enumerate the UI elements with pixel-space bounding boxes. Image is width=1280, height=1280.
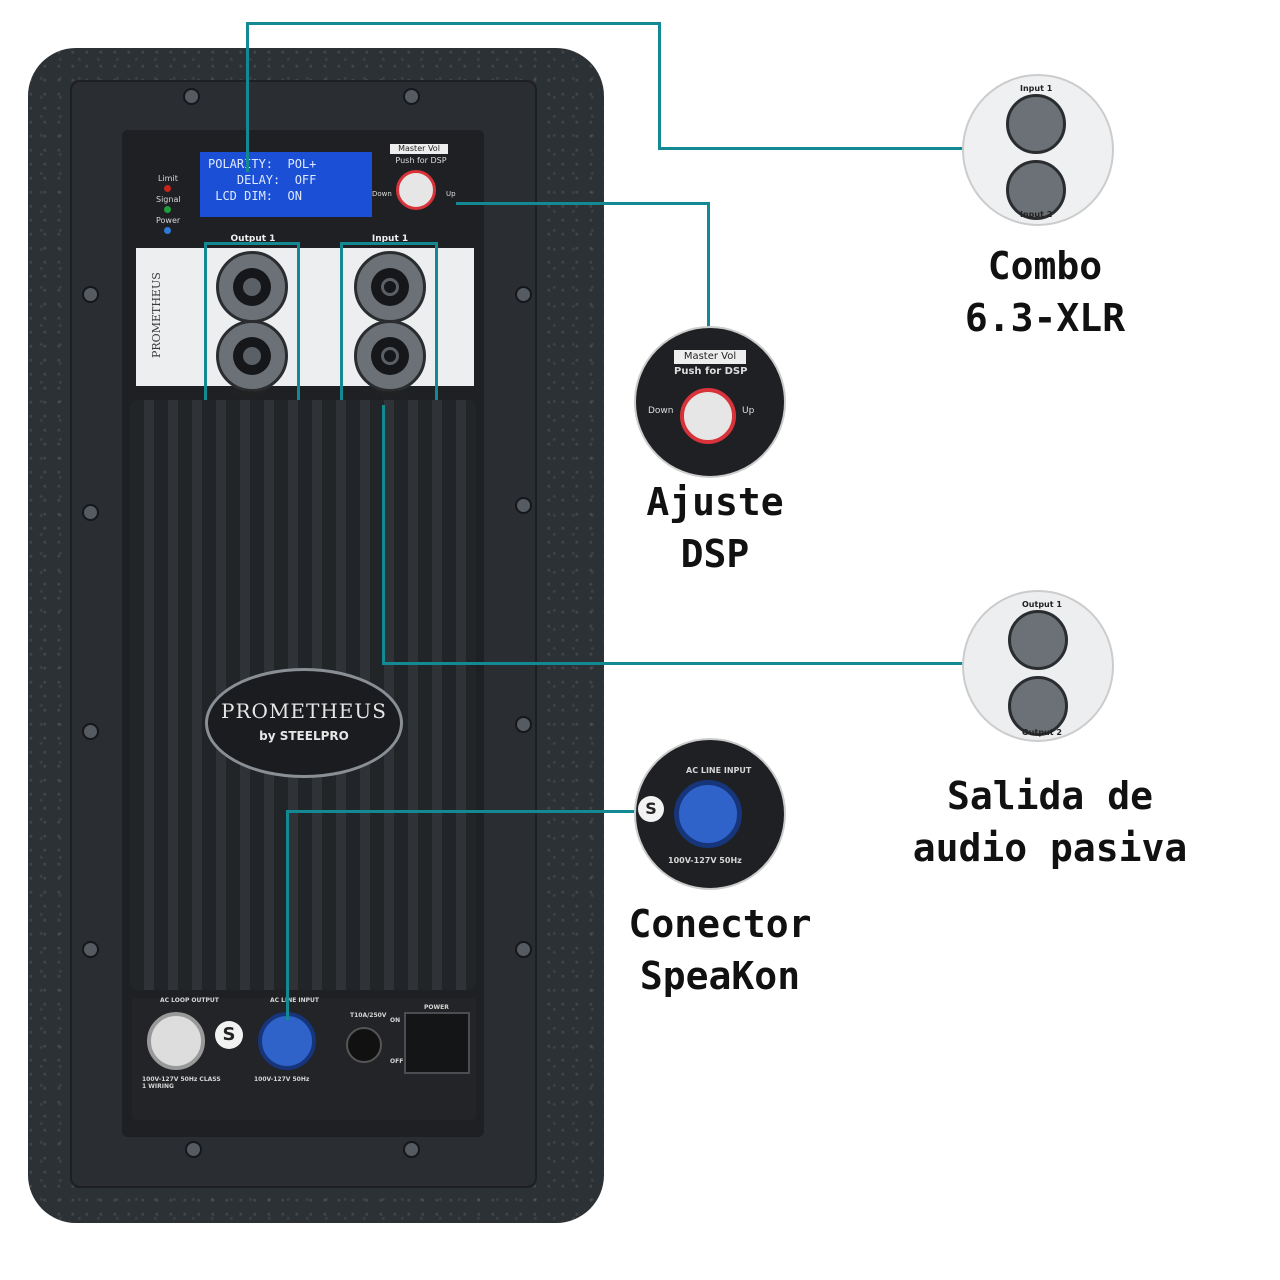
salida-callout-label: Salida de audio pasiva — [900, 770, 1200, 874]
zoom-speakon-jack — [674, 780, 742, 848]
output-highlight-box — [204, 242, 300, 405]
fuse-holder[interactable] — [346, 1027, 382, 1063]
power-switch[interactable] — [404, 1012, 470, 1074]
input-1-label: Input 1 — [371, 234, 409, 244]
dsp-line2: DSP — [680, 532, 750, 576]
screw-icon — [82, 723, 99, 740]
zoom-input-2-jack — [1006, 160, 1066, 220]
ac-line-input-speakon[interactable] — [258, 1012, 316, 1070]
power-led-icon — [164, 227, 171, 234]
screw-icon — [515, 941, 532, 958]
screw-icon — [403, 88, 420, 105]
zoom-input-1-jack — [1006, 94, 1066, 154]
screw-icon — [185, 1141, 202, 1158]
zoom-output-1-label: Output 1 — [1022, 600, 1062, 609]
output-1-label: Output 1 — [230, 234, 276, 244]
up-label: Up — [446, 190, 456, 198]
lcd-line-3: LCD DIM: ON — [208, 189, 302, 203]
input-2-combo-jack[interactable] — [354, 320, 426, 392]
dsp-zoom-circle: Master Vol Push for DSP Down Up — [634, 326, 786, 478]
combo-line2: 6.3-XLR — [964, 296, 1126, 340]
zoom-input-2-label: Input 2 — [1020, 210, 1053, 219]
salida-line-vertical — [382, 405, 385, 665]
limit-label: Limit — [158, 174, 178, 183]
salida-line2: audio pasiva — [912, 826, 1188, 870]
output-1-xlr-jack[interactable] — [216, 251, 288, 323]
push-dsp-label: Push for DSP — [395, 156, 447, 165]
input-2-label: Input 2 — [371, 389, 409, 399]
voltage-loop-label: 100V-127V 50Hz CLASS 1 WIRING — [142, 1076, 221, 1090]
output-2-xlr-jack[interactable] — [216, 320, 288, 392]
zoom-ac-line-input-label: AC LINE INPUT — [686, 766, 752, 775]
speakon-callout-label: Conector SpeaKon — [610, 898, 830, 1002]
on-label: ON — [390, 1017, 401, 1024]
speakon-line-vertical — [286, 810, 289, 1020]
lcd-display: POLARITY: POL+ DELAY: OFF LCD DIM: ON — [200, 152, 372, 217]
voltage-line-label: 100V-127V 50Hz — [254, 1076, 310, 1083]
down-label: Down — [372, 190, 392, 198]
signal-led-icon — [164, 206, 171, 213]
ac-loop-output-speakon[interactable] — [147, 1012, 205, 1070]
off-label: OFF — [390, 1058, 404, 1065]
zoom-knob — [680, 388, 736, 444]
brand-badge: PROMETHEUS by STEELPRO — [205, 668, 403, 778]
dsp-callout-label: Ajuste DSP — [610, 476, 820, 580]
combo-zoom-circle: Input 1 Input 2 — [962, 74, 1114, 226]
screw-icon — [515, 286, 532, 303]
screw-icon — [515, 497, 532, 514]
zoom-master-vol-label: Master Vol — [674, 350, 746, 364]
salida-line-horizontal — [382, 662, 964, 665]
screw-icon — [82, 941, 99, 958]
brand-vertical: PROMETHEUS — [150, 272, 163, 358]
speakon-logo-icon: S — [215, 1021, 243, 1049]
zoom-push-dsp-label: Push for DSP — [674, 366, 748, 377]
screw-icon — [183, 88, 200, 105]
salida-zoom-circle: Output 1 Output 2 — [962, 590, 1114, 742]
ac-loop-output-label: AC LOOP OUTPUT — [160, 997, 219, 1004]
dsp-line-vertical — [707, 202, 710, 330]
speakon-line-horizontal — [286, 810, 638, 813]
screw-icon — [515, 716, 532, 733]
zoom-output-2-label: Output 2 — [1022, 728, 1062, 737]
zoom-down-label: Down — [648, 406, 674, 416]
zoom-up-label: Up — [742, 406, 755, 416]
dsp-line-horizontal — [456, 202, 710, 205]
combo-callout-label: Combo 6.3-XLR — [940, 240, 1150, 344]
zoom-input-1-label: Input 1 — [1020, 84, 1053, 93]
brand-name: PROMETHEUS — [221, 699, 387, 723]
speakon-line1: Conector — [628, 902, 812, 946]
master-volume-knob[interactable] — [396, 170, 436, 210]
limit-led-icon — [164, 185, 171, 192]
combo-line-vertical — [246, 22, 249, 172]
combo-line-right — [658, 147, 963, 150]
combo-line-down — [658, 22, 661, 150]
lcd-line-1: POLARITY: POL+ — [208, 157, 317, 171]
zoom-voltage-label: 100V-127V 50Hz — [668, 856, 742, 865]
prometheus-vertical-logo-icon: PROMETHEUS — [150, 260, 198, 370]
dsp-line1: Ajuste — [646, 480, 784, 524]
zoom-speakon-logo-icon: S — [638, 796, 664, 822]
lcd-line-2: DELAY: OFF — [208, 173, 317, 187]
zoom-output-1-jack — [1008, 610, 1068, 670]
screw-icon — [403, 1141, 420, 1158]
power-switch-label: POWER — [424, 1004, 449, 1011]
brand-by: by STEELPRO — [259, 729, 349, 743]
screw-icon — [82, 504, 99, 521]
output-2-label: Output 2 — [230, 389, 276, 399]
signal-label: Signal — [156, 195, 181, 204]
ac-line-input-label: AC LINE INPUT — [270, 997, 320, 1004]
master-vol-label: Master Vol — [390, 144, 448, 154]
power-indicator-label: Power — [156, 216, 181, 225]
combo-line1: Combo — [987, 244, 1103, 288]
input-highlight-box — [340, 242, 438, 405]
speakon-zoom-circle: AC LINE INPUT S 100V-127V 50Hz — [634, 738, 786, 890]
speakon-line2: SpeaKon — [639, 954, 801, 998]
fuse-label: T10A/250V — [350, 1012, 387, 1019]
salida-line1: Salida de — [947, 774, 1153, 818]
combo-line-top — [246, 22, 661, 25]
zoom-output-2-jack — [1008, 676, 1068, 736]
screw-icon — [82, 286, 99, 303]
